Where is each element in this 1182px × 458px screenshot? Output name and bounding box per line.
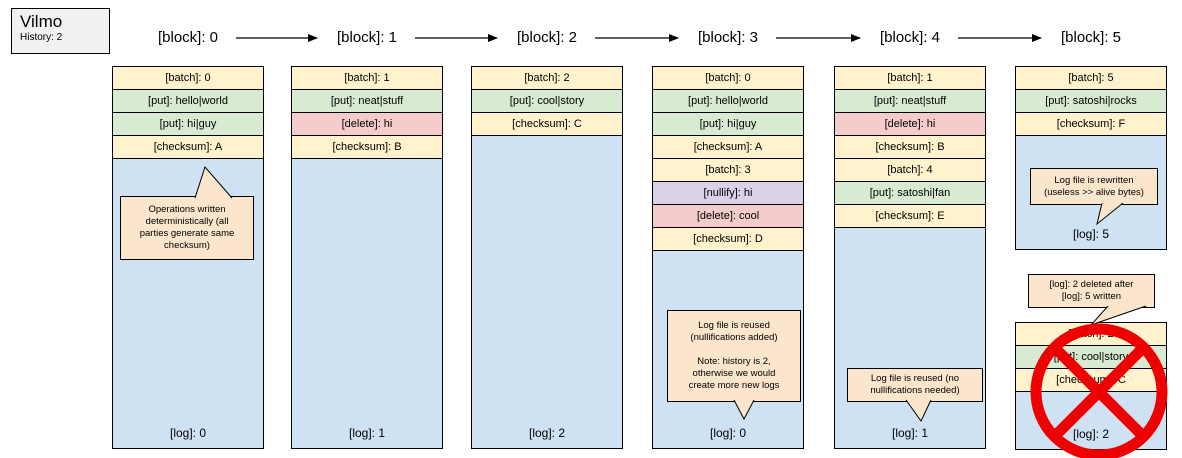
checksum-row: [checksum]: B [292, 136, 442, 159]
put-row: [put]: hi|guy [113, 113, 263, 136]
checksum-row: [checksum]: A [653, 136, 803, 159]
batch-row: [batch]: 0 [113, 67, 263, 90]
block-label: [block]: 5 [1060, 29, 1122, 46]
put-row: [put]: satoshi|rocks [1016, 90, 1166, 113]
block-stack: [batch]: 2[put]: cool|story[checksum]: C… [1015, 322, 1167, 450]
callout-note: Operations written deterministically (al… [120, 196, 254, 260]
block-label: [block]: 0 [157, 29, 219, 46]
put-row: [put]: hello|world [113, 90, 263, 113]
log-label: [log]: 1 [348, 426, 386, 440]
checksum-row: [checksum]: D [653, 228, 803, 251]
log-label: [log]: 0 [169, 426, 207, 440]
batch-row: [batch]: 0 [653, 67, 803, 90]
block-stack: [batch]: 2[put]: cool|story[checksum]: C… [471, 66, 623, 449]
legend-title: Vilmo [20, 12, 63, 31]
batch-row: [batch]: 2 [472, 67, 622, 90]
log-label: [log]: 2 [528, 426, 566, 440]
batch-row: [batch]: 5 [1016, 67, 1166, 90]
checksum-row: [checksum]: A [113, 136, 263, 159]
put-row: [put]: hi|guy [653, 113, 803, 136]
put-row: [put]: cool|story [1016, 346, 1166, 369]
delete-row: [delete]: hi [292, 113, 442, 136]
checksum-row: [checksum]: C [472, 113, 622, 136]
batch-row: [batch]: 4 [835, 159, 985, 182]
legend-history: History: 2 [20, 32, 63, 43]
put-row: [put]: hello|world [653, 90, 803, 113]
callout-note: Log file is rewritten (useless >> alive … [1030, 168, 1158, 205]
nullify-row: [nullify]: hi [653, 182, 803, 205]
checksum-row: [checksum]: E [835, 205, 985, 228]
checksum-row: [checksum]: C [1016, 369, 1166, 392]
callout-note: Log file is reused (nullifications added… [667, 310, 801, 402]
log-label: [log]: 0 [709, 426, 747, 440]
delete-row: [delete]: hi [835, 113, 985, 136]
log-label: [log]: 5 [1072, 227, 1110, 241]
block-label: [block]: 3 [697, 29, 759, 46]
put-row: [put]: satoshi|fan [835, 182, 985, 205]
batch-row: [batch]: 3 [653, 159, 803, 182]
block-stack: [batch]: 1[put]: neat|stuff[delete]: hi[… [834, 66, 986, 449]
put-row: [put]: cool|story [472, 90, 622, 113]
legend-box: Vilmo History: 2 [11, 8, 110, 54]
put-row: [put]: neat|stuff [835, 90, 985, 113]
put-row: [put]: neat|stuff [292, 90, 442, 113]
log-label: [log]: 1 [891, 426, 929, 440]
block-label: [block]: 4 [879, 29, 941, 46]
block-label: [block]: 2 [516, 29, 578, 46]
checksum-row: [checksum]: F [1016, 113, 1166, 136]
batch-row: [batch]: 1 [835, 67, 985, 90]
batch-row: [batch]: 1 [292, 67, 442, 90]
callout-note: [log]: 2 deleted after [log]: 5 written [1028, 274, 1155, 308]
checksum-row: [checksum]: B [835, 136, 985, 159]
delete-row: [delete]: cool [653, 205, 803, 228]
block-stack: [batch]: 5[put]: satoshi|rocks[checksum]… [1015, 66, 1167, 250]
callout-note: Log file is reused (no nullifications ne… [847, 368, 983, 402]
log-label: [log]: 2 [1072, 427, 1110, 441]
block-stack: [batch]: 1[put]: neat|stuff[delete]: hi[… [291, 66, 443, 449]
batch-row: [batch]: 2 [1016, 323, 1166, 346]
block-label: [block]: 1 [336, 29, 398, 46]
